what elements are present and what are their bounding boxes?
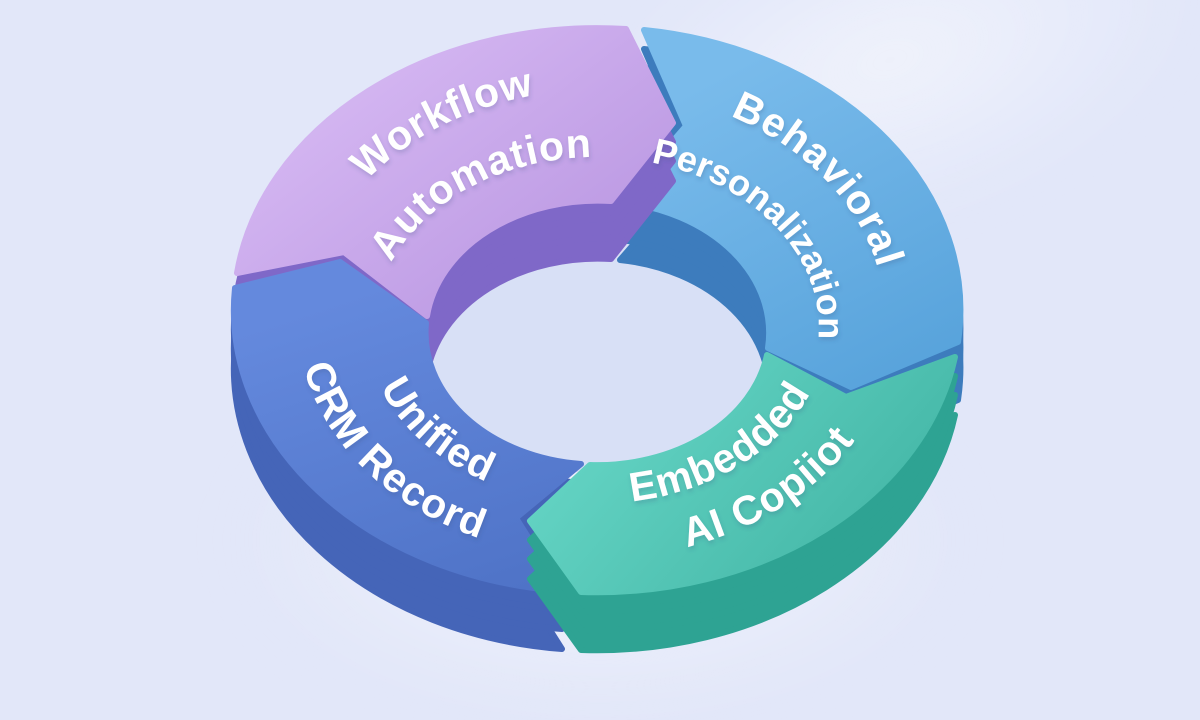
- cycle-diagram: Workflow Automation Behavioral Personali…: [0, 0, 1200, 700]
